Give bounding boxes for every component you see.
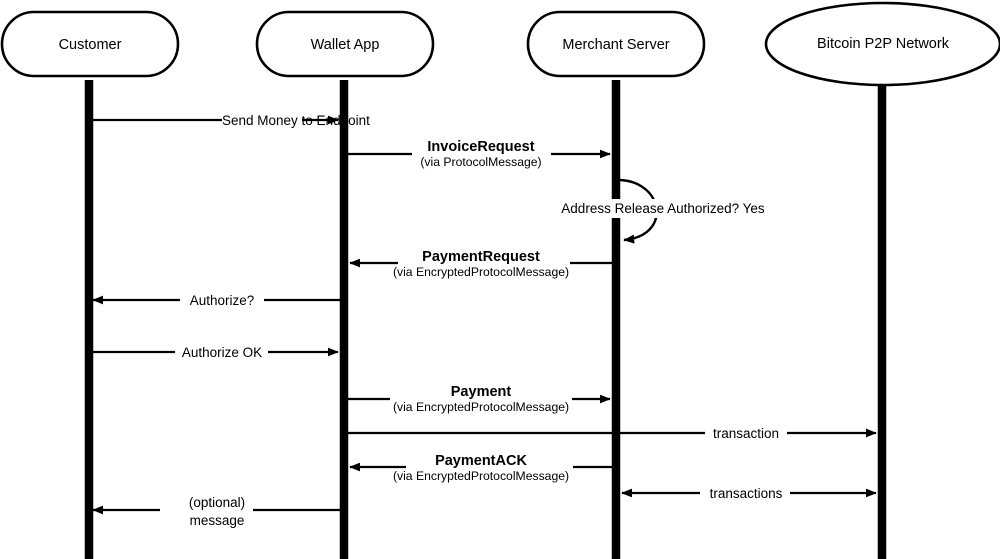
- participant-label-bitcoin: Bitcoin P2P Network: [817, 36, 950, 52]
- message-transaction: transaction: [348, 426, 877, 441]
- participant-shape-ellipse: [764, 1, 1000, 87]
- message-sublabel-invoice-request: (via ProtocolMessage): [420, 155, 541, 169]
- message-label-address-release: Address Release Authorized? Yes: [561, 201, 765, 216]
- participant-shape-stadium: [255, 10, 435, 78]
- label-backdrop: [551, 199, 775, 218]
- message-label-optional: (optional): [189, 495, 245, 510]
- message-transactions: transactions: [621, 486, 877, 501]
- message-label-invoice-request: InvoiceRequest: [427, 139, 534, 155]
- message-authorize-question: Authorize?: [92, 293, 340, 308]
- participant-bitcoin[interactable]: Bitcoin P2P Network: [764, 1, 1000, 87]
- message-sublabel-payment-request: (via EncryptedProtocolMessage): [393, 265, 569, 279]
- lifelines-group: [84, 80, 887, 559]
- message-label-payment-request: PaymentRequest: [422, 249, 540, 265]
- message-sublabel-payment-ack: (via EncryptedProtocolMessage): [393, 469, 569, 483]
- message-send-money: Send Money to Endpoint: [93, 113, 370, 128]
- message-invoice-request: InvoiceRequest (via ProtocolMessage): [348, 139, 611, 169]
- participant-label-wallet: Wallet App: [311, 37, 380, 53]
- participant-merchant[interactable]: Merchant Server: [526, 10, 706, 78]
- message-label-payment-ack: PaymentACK: [435, 453, 527, 469]
- message-sublabel-payment: (via EncryptedProtocolMessage): [393, 400, 569, 414]
- participant-shape-stadium: [0, 10, 180, 78]
- message-payment-request: PaymentRequest (via EncryptedProtocolMes…: [349, 249, 612, 279]
- message-label-payment: Payment: [451, 384, 512, 400]
- message-label-authorize-question: Authorize?: [190, 293, 255, 308]
- participant-customer[interactable]: Customer: [0, 10, 180, 78]
- message-label-transaction: transaction: [713, 426, 779, 441]
- participant-label-customer: Customer: [59, 37, 122, 53]
- participant-wallet[interactable]: Wallet App: [255, 10, 435, 78]
- message-label-send-money: Send Money to Endpoint: [222, 113, 370, 128]
- message-label-authorize-ok: Authorize OK: [182, 345, 262, 360]
- message-sublabel-optional: message: [190, 513, 245, 528]
- message-label-transactions: transactions: [710, 486, 783, 501]
- message-optional: (optional) message: [92, 495, 340, 528]
- message-payment-ack: PaymentACK (via EncryptedProtocolMessage…: [349, 453, 612, 483]
- message-address-release-authorized: Address Release Authorized? Yes: [551, 178, 775, 244]
- participant-label-merchant: Merchant Server: [562, 37, 669, 53]
- message-authorize-ok: Authorize OK: [93, 345, 339, 360]
- message-payment: Payment (via EncryptedProtocolMessage): [348, 384, 611, 414]
- participant-shape-stadium: [526, 10, 706, 78]
